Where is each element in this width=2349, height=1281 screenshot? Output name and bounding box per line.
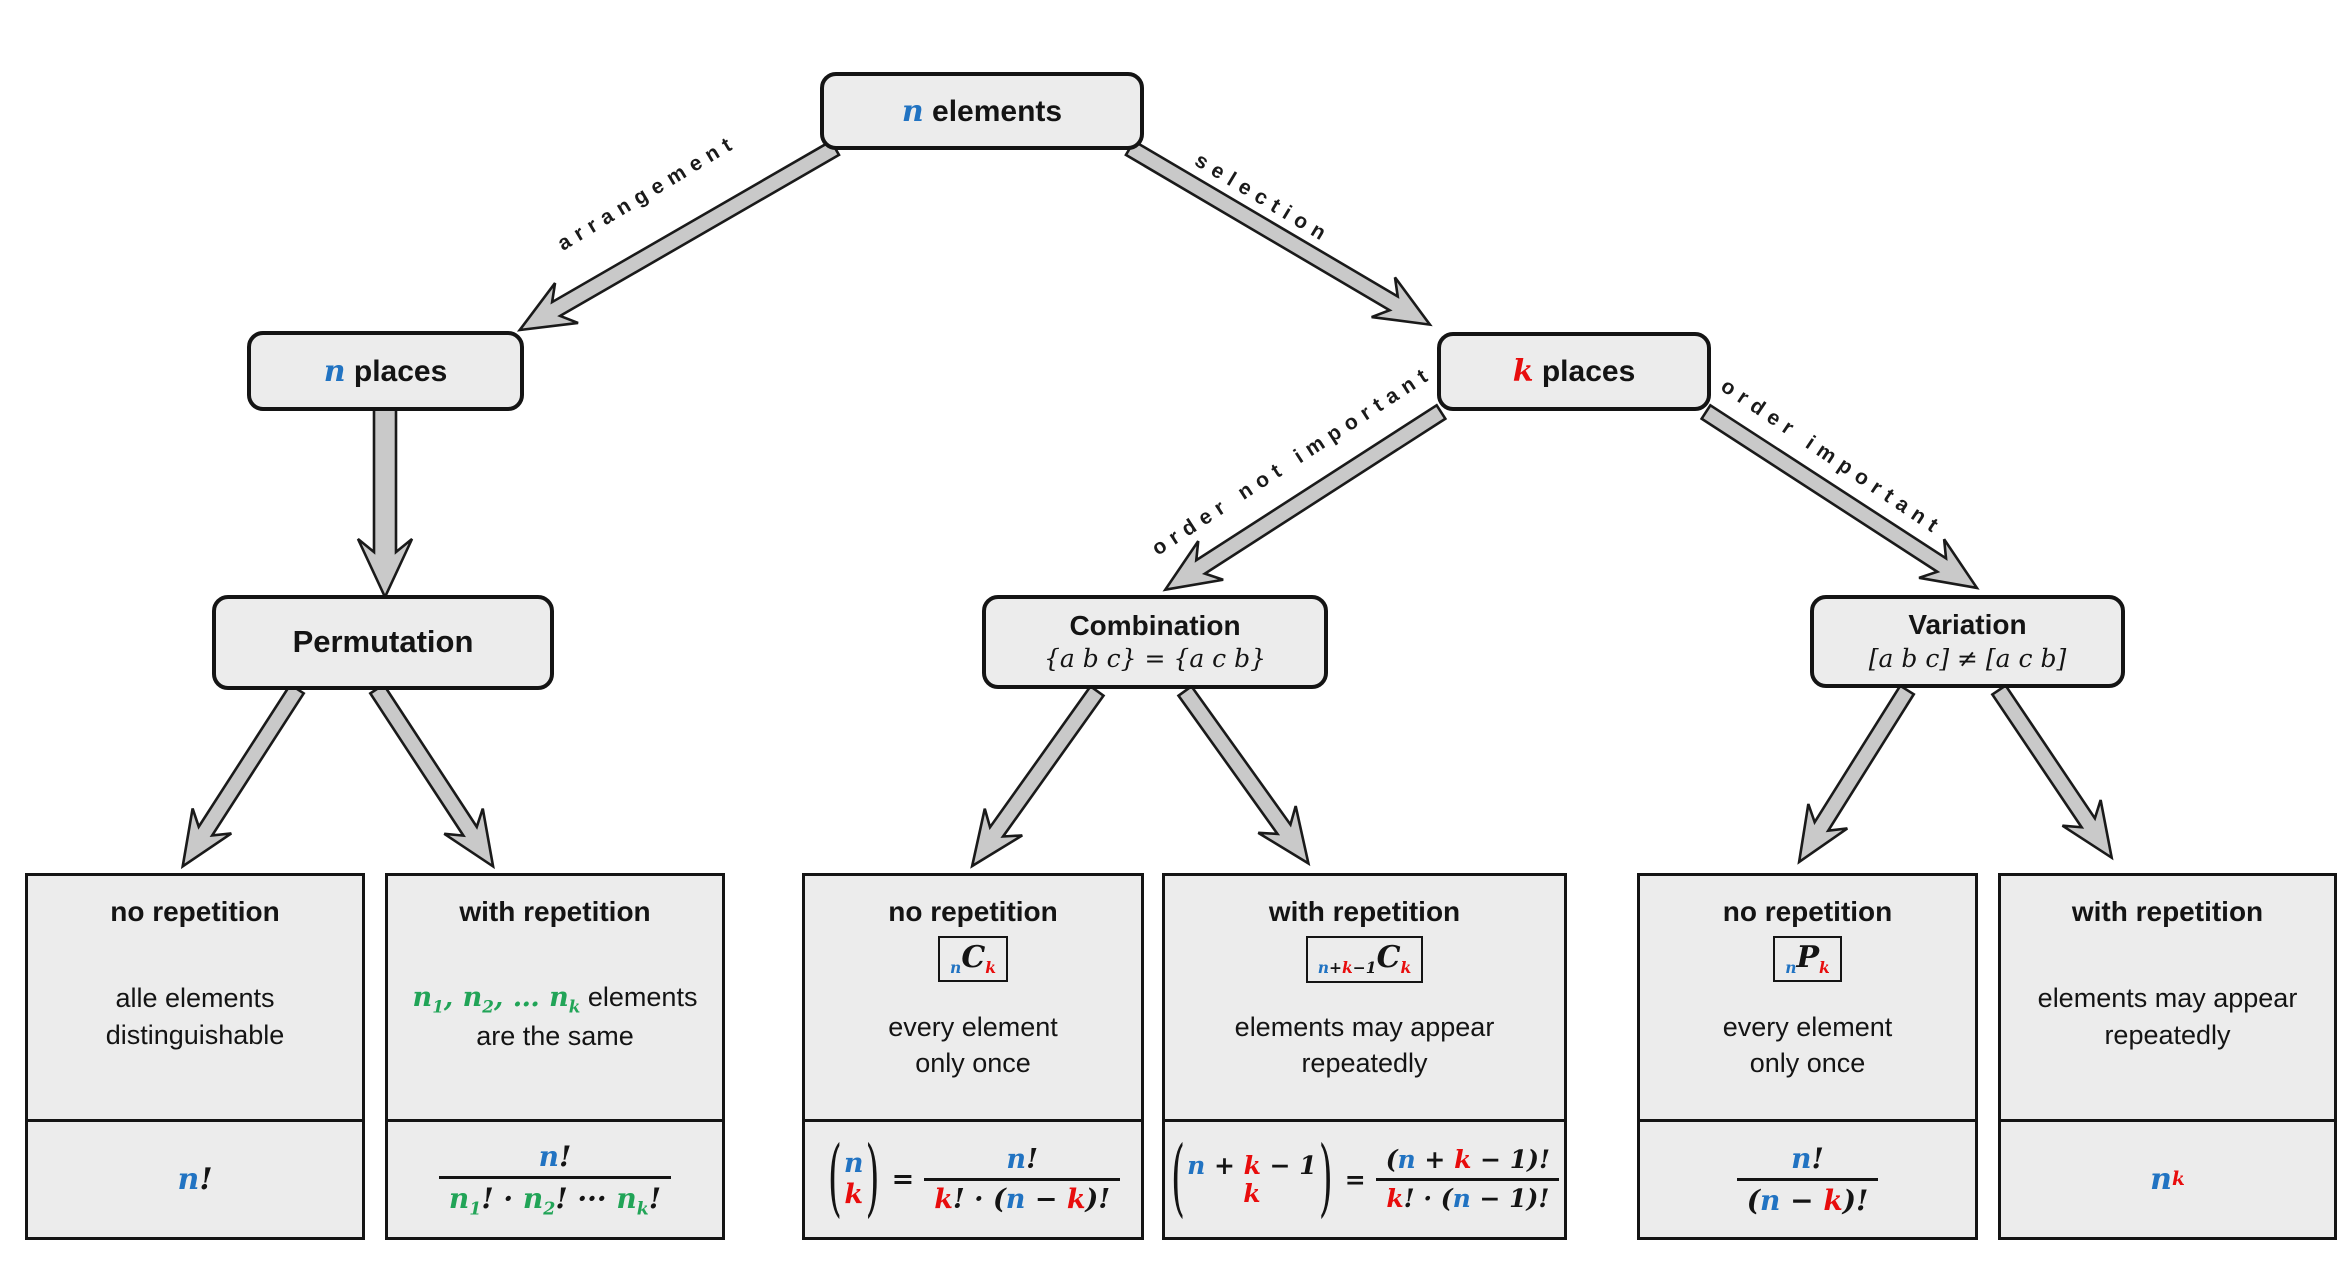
variables-n1-nk: n1, n2, … nk xyxy=(412,982,581,1017)
desc-line2: are the same xyxy=(476,1020,634,1051)
desc-line1: alle elements xyxy=(115,983,275,1014)
left-paren: ( xyxy=(827,1130,842,1227)
arrow-combination-left xyxy=(970,684,1106,869)
arrow-permutation-right xyxy=(368,682,495,870)
desc-line1: elements may appear xyxy=(2037,983,2298,1014)
combination-title: Combination xyxy=(1069,609,1241,641)
leaf-variation-no-repetition: no repetition nPk every element only onc… xyxy=(1637,873,1978,1240)
node-n-places-label: places xyxy=(353,354,448,388)
equals-sign: = xyxy=(891,1164,915,1195)
leaf-description: n1, n2, … nk elements are the same xyxy=(413,979,698,1054)
numerator: (n + k − 1)! xyxy=(1385,1145,1550,1174)
variable-n: n xyxy=(2150,1162,2172,1197)
exponent-k: k xyxy=(2171,1169,2185,1190)
equals-sign: = xyxy=(1344,1165,1366,1194)
variable-n: n xyxy=(177,1162,200,1197)
badge-nPk: nPk xyxy=(1773,936,1842,983)
right-paren: ) xyxy=(865,1130,880,1227)
leaf-combination-with-repetition: with repetition n+k−1Ck elements may app… xyxy=(1162,873,1567,1240)
node-permutation: Permutation xyxy=(212,595,554,690)
desc-line1: elements xyxy=(580,982,698,1012)
leaf-variation-with-repetition: with repetition elements may appear repe… xyxy=(1998,873,2337,1240)
binom-bottom: k xyxy=(1243,1178,1261,1208)
denominator: (n − k)! xyxy=(1736,1178,1879,1217)
variable-n: n xyxy=(323,353,346,389)
formula-permutation-k: n! (n − k)! xyxy=(1640,1119,1975,1237)
leaf-description: elements may appear repeatedly xyxy=(1235,1009,1495,1081)
formula-n-factorial: n! xyxy=(28,1119,362,1237)
denominator: k! · (n − k)! xyxy=(924,1178,1121,1215)
variable-n: n xyxy=(901,93,924,129)
arrow-order-not-important xyxy=(1162,403,1448,592)
combination-subtitle: {a b c} = {a c b} xyxy=(1043,644,1267,674)
arrow-n-places-to-permutation xyxy=(356,407,414,601)
desc-line2: repeatedly xyxy=(1301,1048,1428,1079)
badge-nCk: nCk xyxy=(938,936,1008,983)
denominator: k! · (n − 1)! xyxy=(1376,1178,1560,1214)
leaf-description: every element only once xyxy=(1723,1009,1893,1081)
variation-title: Variation xyxy=(1908,609,2027,641)
badge-n+k-1Ck: n+k−1Ck xyxy=(1305,936,1424,984)
factorial-sign: ! xyxy=(199,1162,213,1197)
leaf-title: with repetition xyxy=(459,896,651,927)
leaf-title: no repetition xyxy=(110,896,280,927)
leaf-title: with repetition xyxy=(1268,896,1461,927)
node-n-places: n places xyxy=(247,331,524,411)
leaf-description: every element only once xyxy=(888,1009,1058,1081)
variable-n: n xyxy=(538,1139,560,1173)
leaf-permutation-no-repetition: no repetition alle elements distinguisha… xyxy=(25,873,365,1240)
desc-line1: elements may appear xyxy=(1234,1012,1495,1043)
desc-line2: only once xyxy=(1749,1047,1866,1078)
formula-binomial-with-repetition: ( n + k − 1 k ) = (n + k − 1)! k! · (n −… xyxy=(1165,1119,1564,1237)
node-k-places: k places xyxy=(1437,332,1711,411)
node-n-elements-label: elements xyxy=(932,94,1063,128)
desc-line2: distinguishable xyxy=(105,1019,285,1050)
left-paren: ( xyxy=(1171,1130,1186,1227)
right-paren: ) xyxy=(1318,1130,1333,1227)
leaf-permutation-with-repetition: with repetition n1, n2, … nk elements ar… xyxy=(385,873,725,1240)
node-k-places-label: places xyxy=(1541,355,1636,388)
node-combination: Combination {a b c} = {a c b} xyxy=(982,595,1328,689)
arrow-variation-left xyxy=(1797,683,1916,865)
binom-top: n + k − 1 xyxy=(1187,1150,1317,1180)
variation-subtitle: [a b c] ≠ [a c b] xyxy=(1868,643,2067,673)
desc-line2: only once xyxy=(915,1047,1031,1078)
leaf-title: no repetition xyxy=(888,896,1058,927)
factorial-sign: ! xyxy=(559,1139,572,1173)
leaf-title: no repetition xyxy=(1722,896,1893,927)
variable-k: k xyxy=(1512,354,1534,389)
arrow-order-important xyxy=(1699,403,1980,590)
node-variation: Variation [a b c] ≠ [a c b] xyxy=(1810,595,2125,688)
desc-line1: every element xyxy=(1722,1011,1893,1042)
permutation-title: Permutation xyxy=(292,624,474,660)
leaf-title: with repetition xyxy=(2071,896,2264,927)
desc-line1: every element xyxy=(888,1011,1058,1042)
arrow-combination-right xyxy=(1176,684,1311,867)
denominator: n1! · n2! ··· nk! xyxy=(438,1175,672,1219)
desc-line2: repeatedly xyxy=(2104,1019,2231,1050)
formula-multinomial: n! n1! · n2! ··· nk! xyxy=(388,1119,722,1237)
arrow-permutation-left xyxy=(180,682,306,870)
leaf-description: elements may appear repeatedly xyxy=(2038,980,2298,1052)
arrow-selection xyxy=(1124,139,1433,327)
node-n-elements: n elements xyxy=(820,72,1144,150)
leaf-combination-no-repetition: no repetition nCk every element only onc… xyxy=(802,873,1144,1240)
leaf-description: alle elements distinguishable xyxy=(106,980,285,1052)
arrow-arrangement xyxy=(516,139,841,332)
arrow-variation-right xyxy=(1990,683,2114,861)
